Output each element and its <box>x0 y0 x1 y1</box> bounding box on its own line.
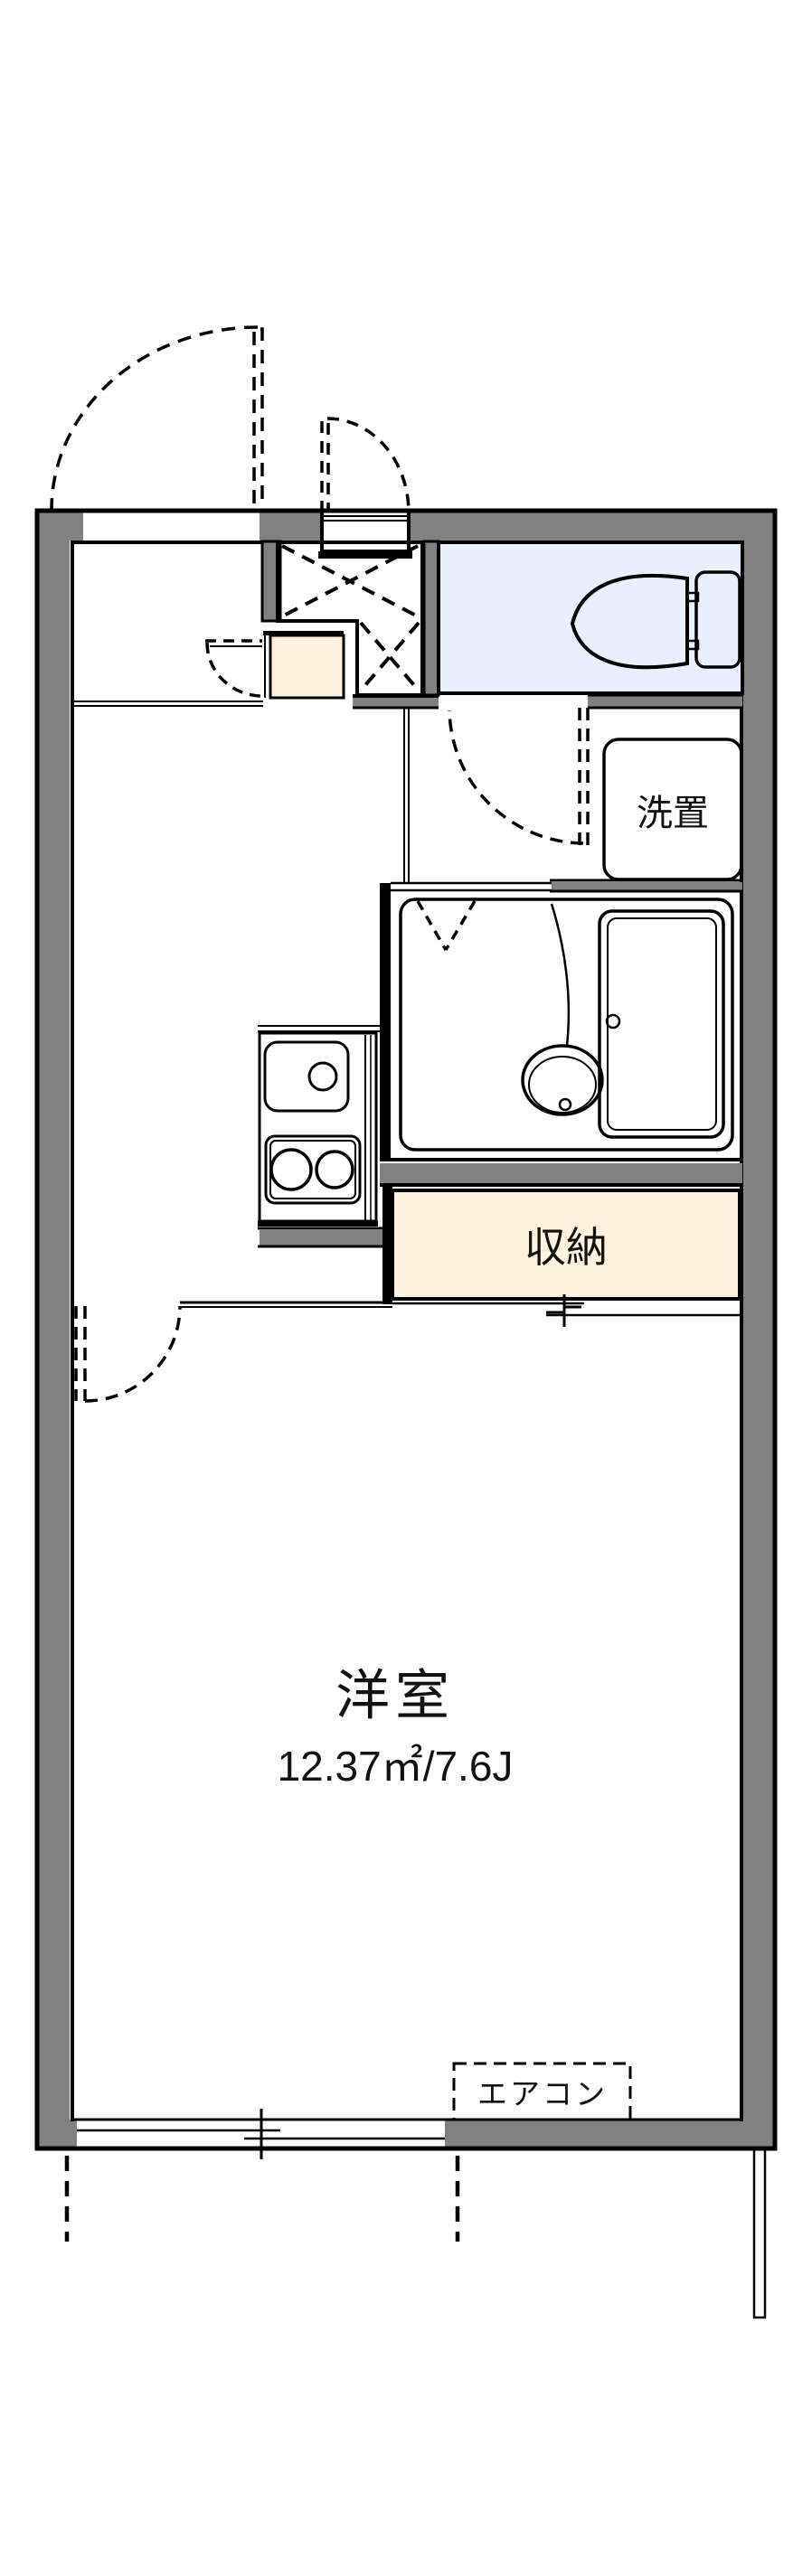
hall-kitchen-divider <box>72 700 410 883</box>
bathroom <box>380 881 742 1187</box>
exterior-walls <box>39 512 773 2148</box>
bathtub <box>598 909 725 1139</box>
wall-inner-edges <box>71 541 743 2121</box>
entrance-door-swing <box>50 325 264 511</box>
room-boundary <box>180 1301 392 1308</box>
storage-closet <box>382 1187 741 1304</box>
toilet <box>570 570 741 670</box>
kitchen-stove <box>264 1134 362 1205</box>
storage-label: 収納 <box>524 1224 608 1271</box>
toilet-door-swing <box>448 708 590 845</box>
faucet <box>307 1061 338 1092</box>
storage-sliding-door <box>392 1294 740 1327</box>
toilet-room <box>437 541 744 710</box>
aircon-label: エアコン <box>477 2077 608 2111</box>
shower-hose-line <box>550 903 571 1047</box>
burner-right <box>315 1150 354 1189</box>
balcony-window <box>77 2109 445 2159</box>
entrance-opening <box>83 512 260 541</box>
burner-left <box>269 1148 313 1191</box>
shoe-cabinet-door-swing <box>205 639 263 698</box>
kitchen-unit <box>258 1025 391 1248</box>
building-outline <box>34 508 778 2151</box>
genkan-entrance <box>260 540 440 710</box>
shoe-cabinet <box>263 631 345 700</box>
main-room-label: 洋室 <box>335 1665 455 1726</box>
aircon-box <box>452 2062 632 2121</box>
bathroom-bifold-door <box>416 900 477 951</box>
washing-machine-pan <box>550 738 743 893</box>
entrance-side-door-swing <box>320 417 411 513</box>
laundry-label: 洗置 <box>637 794 709 833</box>
kitchen-sink <box>263 1040 350 1113</box>
plan-extension-marks <box>64 2148 767 2319</box>
main-room-size-label: 12.37㎡/7.6J <box>277 1743 514 1790</box>
shower-stool <box>521 1044 604 1116</box>
entrance-step <box>318 512 412 559</box>
room-door-swing <box>74 1305 182 1403</box>
